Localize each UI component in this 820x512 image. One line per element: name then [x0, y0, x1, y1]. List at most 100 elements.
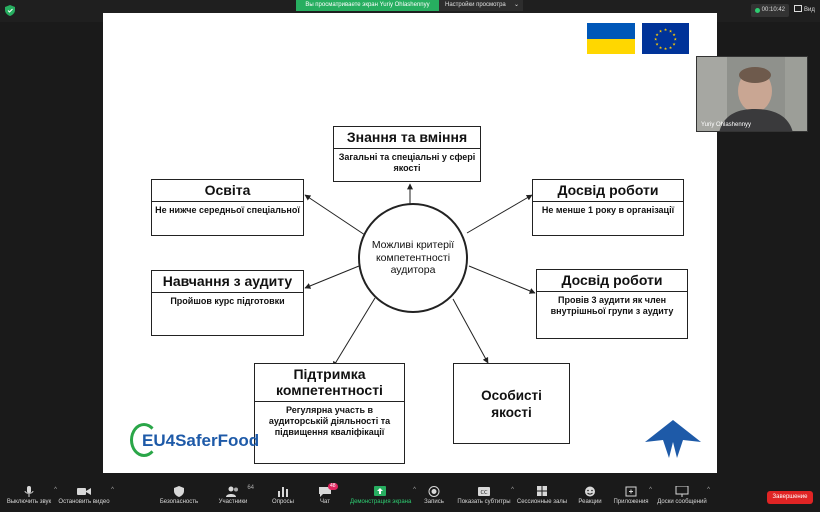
box-support: Підтримка компетентності Регулярна участ…	[254, 363, 405, 464]
center-circle: Можливі критерії компетентності аудитора	[358, 203, 468, 313]
box-work2-sub: Провів 3 аудити як член внутрішньої груп…	[550, 295, 674, 316]
participant-video-tile[interactable]: Yuriy Ohlashennyy	[696, 56, 808, 132]
box-training: Навчання з аудиту Пройшов курс підготовк…	[151, 270, 304, 336]
video-label: Остановить видео	[58, 499, 110, 505]
participants-icon	[226, 486, 238, 497]
box-work-experience-2: Досвід роботи Провів 3 аудити як член вн…	[536, 269, 688, 339]
connector-arrows	[304, 183, 536, 368]
box-work-experience-1: Досвід роботи Не менше 1 року в організа…	[532, 179, 684, 236]
chevron-up-icon[interactable]: ^	[54, 487, 57, 493]
svg-text:★: ★	[664, 27, 668, 32]
svg-text:★: ★	[669, 28, 673, 33]
chevron-up-icon[interactable]: ^	[111, 487, 114, 493]
captions-label: Показать субтитры	[457, 499, 511, 505]
breakout-rooms-button[interactable]: Сессионные залы	[515, 478, 569, 512]
whiteboards-button[interactable]: Доски сообщений ^	[656, 478, 710, 512]
video-camera-icon	[77, 488, 91, 495]
share-label: Демонстрация экрана	[350, 499, 412, 505]
svg-text:★: ★	[654, 37, 658, 42]
reactions-label: Реакции	[578, 499, 602, 505]
chat-label: Чат	[320, 499, 330, 505]
svg-text:★: ★	[659, 28, 663, 33]
record-label: Запись	[424, 499, 444, 505]
view-button[interactable]: Вид	[794, 4, 816, 17]
arrow-logo-icon	[645, 420, 701, 458]
apps-button[interactable]: Приложения ^	[612, 478, 652, 512]
mute-button[interactable]: Выключить звук ^	[3, 478, 57, 512]
view-label: Вид	[804, 7, 815, 13]
box-personal-qualities: Особисті якості	[453, 363, 570, 444]
status-dot-icon	[755, 8, 760, 13]
svg-text:★: ★	[672, 41, 676, 46]
whiteboards-label: Доски сообщений	[657, 499, 707, 505]
svg-text:★: ★	[674, 37, 678, 42]
breakout-label: Сессионные залы	[516, 499, 568, 505]
box-training-sub: Пройшов курс підготовки	[170, 296, 285, 306]
logo-text: EU4SaferFood	[142, 431, 260, 450]
chevron-up-icon[interactable]: ^	[707, 487, 710, 493]
box-work1-sub: Не менше 1 року в організації	[541, 205, 675, 215]
svg-text:★: ★	[655, 41, 659, 46]
view-options-button[interactable]: Настройки просмотра⌄	[439, 0, 523, 11]
meeting-toolbar: Выключить звук ^ Остановить видео ^ Безо…	[0, 478, 820, 512]
captions-button[interactable]: CC Показать субтитры ^	[456, 478, 514, 512]
chevron-up-icon[interactable]: ^	[649, 487, 652, 493]
participants-button[interactable]: Участники 64	[216, 478, 254, 512]
box-work2-title: Досвід роботи	[537, 270, 687, 292]
microphone-icon	[24, 486, 34, 497]
share-screen-button[interactable]: Демонстрация экрана ^	[350, 478, 416, 512]
svg-text:★: ★	[664, 46, 668, 51]
reactions-icon	[585, 486, 595, 497]
participants-count: 64	[247, 485, 254, 491]
whiteboard-icon	[675, 486, 689, 497]
chevron-up-icon[interactable]: ^	[511, 487, 514, 493]
box-support-title: Підтримка компетентності	[255, 364, 404, 402]
mute-label: Выключить звук	[6, 499, 52, 505]
meeting-timer: 00:10:42	[751, 4, 789, 17]
svg-text:★: ★	[669, 45, 673, 50]
box-support-sub: Регулярна участь в аудиторській діяльнос…	[268, 405, 391, 437]
captions-icon: CC	[478, 487, 490, 496]
svg-text:★: ★	[672, 32, 676, 37]
svg-text:★: ★	[655, 32, 659, 37]
box-education: Освіта Не нижче середньої спеціальної	[151, 179, 304, 236]
reactions-button[interactable]: Реакции	[575, 478, 605, 512]
participants-label: Участники	[218, 499, 248, 505]
box-work1-title: Досвід роботи	[533, 180, 683, 202]
share-screen-icon	[374, 486, 386, 496]
apps-icon	[625, 486, 637, 497]
box-training-title: Навчання з аудиту	[152, 271, 303, 293]
end-meeting-button[interactable]: Завершение	[767, 491, 813, 504]
stop-video-button[interactable]: Остановить видео ^	[56, 478, 114, 512]
logo-ring-icon	[130, 423, 158, 457]
record-button[interactable]: Запись	[420, 478, 448, 512]
participant-avatar	[697, 57, 807, 131]
eu4saferfood-logo: EU4SaferFood	[130, 423, 260, 459]
polls-button[interactable]: Опросы	[266, 478, 300, 512]
box-education-sub: Не нижче середньої спеціальної	[155, 205, 300, 215]
chat-badge: 48	[328, 483, 338, 490]
shield-icon[interactable]	[5, 5, 15, 16]
chevron-up-icon[interactable]: ^	[413, 487, 416, 493]
security-button[interactable]: Безопасность	[158, 478, 200, 512]
grid-icon	[794, 5, 802, 12]
svg-text:CC: CC	[481, 490, 488, 496]
share-banner: Вы просматриваете экран Yuriy Ohlashenny…	[296, 0, 439, 11]
chevron-down-icon: ⌄	[513, 2, 519, 8]
security-label: Безопасность	[159, 499, 199, 505]
security-shield-icon	[174, 486, 184, 497]
breakout-rooms-icon	[537, 486, 547, 496]
svg-text:★: ★	[659, 45, 663, 50]
record-icon	[428, 486, 440, 497]
participant-name: Yuriy Ohlashennyy	[701, 122, 752, 128]
polls-icon	[278, 487, 288, 497]
box-knowledge-title: Знання та вміння	[334, 127, 480, 149]
timer-text: 00:10:42	[761, 7, 785, 13]
box-knowledge: Знання та вміння Загальні та спеціальні …	[333, 126, 481, 182]
chat-icon	[319, 487, 331, 497]
box-education-title: Освіта	[152, 180, 303, 202]
box-knowledge-sub: Загальні та спеціальні у сфері якості	[338, 152, 476, 173]
chat-button[interactable]: 48 Чат	[310, 478, 340, 512]
ukraine-flag-icon	[587, 23, 635, 54]
apps-label: Приложения	[613, 499, 649, 505]
